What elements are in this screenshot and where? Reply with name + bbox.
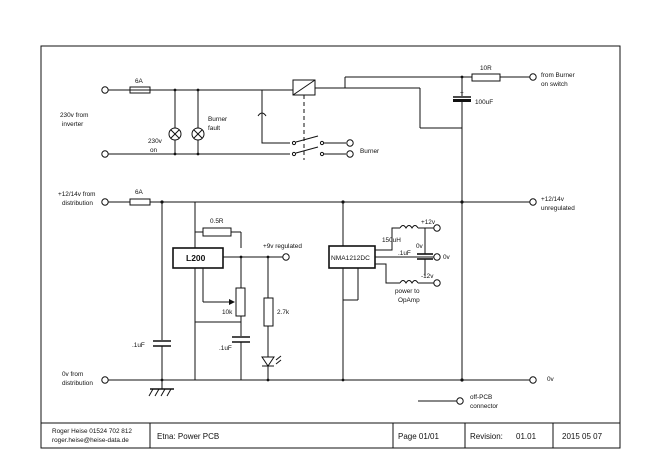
terminal-230v-neutral [101,150,109,158]
led-icon [261,356,275,367]
label-10k: 10k [222,309,233,316]
title-author: Roger Heise 01524 702 812 [52,428,132,435]
label-opamp-2: OpAmp [398,297,420,304]
ic-l200 [172,247,224,269]
label-0v-from-2: distribution [62,380,93,387]
capacitor-100uf [453,99,471,102]
label-from-burner-1: from Burner [541,72,576,79]
legend: off-PCB connector [418,394,499,410]
label-12v-from-2: distribution [62,200,93,207]
resistor-0-5r [202,227,232,237]
label-12v-from-1: +12/14v from [58,191,95,198]
label-legend-2: connector [470,403,499,410]
label-lamp-230v-2: on [150,147,158,154]
title-page: Page 01/01 [398,432,439,441]
label-legend-1: off-PCB [470,394,492,401]
svg-text:+: + [460,90,464,97]
terminal-0v-in [101,376,109,384]
title-block: Roger Heise 01524 702 812 roger.heise@he… [52,428,603,444]
label-minus12v: -12v [421,273,434,280]
title-email: roger.heise@heise-data.de [52,437,129,444]
label-cap-1uf-c: .1uF [398,250,411,257]
label-12v-unreg-1: +12/14v [541,196,565,203]
terminal-12v-out [529,198,537,206]
label-230v-from-2: inverter [62,121,84,128]
label-cap-1uf-a: .1uF [132,342,145,349]
label-from-burner-2: on switch [541,81,568,88]
label-230v-from-1: 230v from [60,112,88,119]
label-100uf: 100uF [475,99,493,106]
resistor-10r [471,73,501,82]
label-9v: +9v regulated [263,243,302,250]
inductor-150uh-b [399,280,419,284]
label-nma: NMA1212DC [331,255,370,262]
label-10r: 10R [480,65,492,72]
label-0v-dcdc-a: 0v [416,243,424,250]
label-burner-fault-1: Burner [208,116,228,123]
sheet-border [40,45,621,449]
label-0-5r: 0.5R [210,218,224,225]
terminal-0v-dcdc [433,253,441,261]
ground-icon [148,380,174,397]
terminal-9v-out [282,253,290,261]
title-project: Etna: Power PCB [157,432,219,441]
label-burner-fault-2: fault [208,125,220,132]
label-0v-from-1: 0v from [62,371,83,378]
terminal-plus12v [433,224,441,232]
label-fuse-6a-top: 6A [135,78,144,85]
label-2-7k: 2.7k [277,309,290,316]
terminal-burner-a [346,139,354,147]
label-plus12v: +12v [421,219,436,226]
label-150uh: 150uH [382,237,401,244]
title-revision: 01.01 [516,432,537,441]
regulator-section: .1uF 0.5R L200 +9v regulated 10k .1 [132,202,302,380]
terminal-12v-in [101,198,109,206]
terminal-minus12v [433,279,441,287]
label-l200: L200 [186,253,206,263]
rail-12v: +12/14v from distribution 6A +12/14v unr… [58,189,575,212]
resistor-2-7k [263,297,274,327]
label-opamp-1: power to [395,288,420,295]
label-cap-1uf-b: .1uF [219,345,232,352]
fuse-6a-12v [129,198,151,206]
dcdc-section: NMA1212DC +12v 150uH .1uF 0v -12v 0v pow… [328,202,451,380]
inductor-150uh-a [399,225,419,229]
terminal-230v-live [101,86,109,94]
legend-connector-icon [456,397,464,405]
label-lamp-230v-1: 230v [148,138,163,145]
label-0v-dcdc-b: 0v [443,254,451,261]
label-0v-out: 0v [547,376,555,383]
label-12v-unreg-2: unregulated [541,205,575,212]
potentiometer-10k [235,287,246,317]
rail-0v: 0v from distribution 0v [62,371,555,397]
label-fuse-6a-mid: 6A [135,189,144,196]
title-revision-label: Revision: [470,432,503,441]
title-date: 2015 05 07 [562,432,603,441]
terminal-0v-out [529,376,537,384]
terminal-burner-b [346,150,354,158]
mains-230v-section: 230v from inverter 6A 230v on Burner fau… [60,65,576,380]
label-burner: Burner [360,148,380,155]
terminal-from-burner [529,73,537,81]
